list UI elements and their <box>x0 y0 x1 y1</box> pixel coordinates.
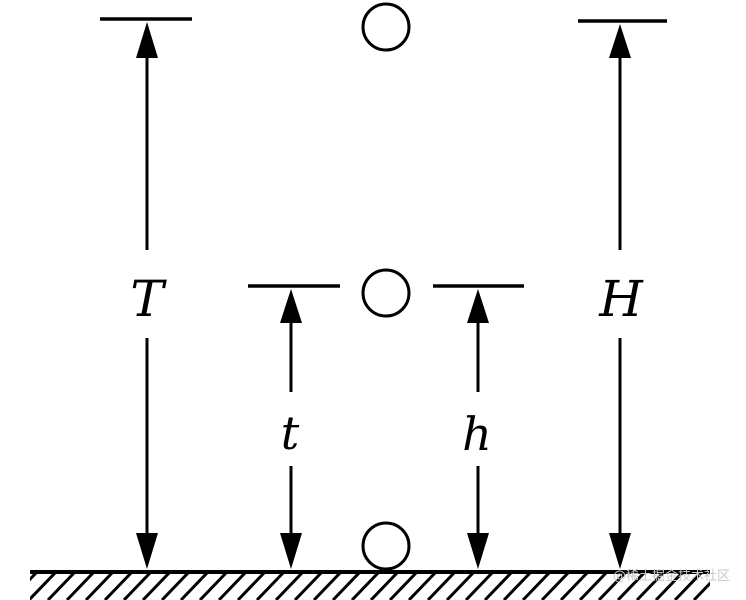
hatch-stroke <box>426 572 456 600</box>
hatch-stroke <box>293 572 323 600</box>
arrow-h-head-up <box>467 289 489 323</box>
hatch-stroke <box>46 572 76 600</box>
hatch-stroke <box>407 572 437 600</box>
hatch-stroke <box>369 572 399 600</box>
ball-middle <box>361 268 411 318</box>
hatch-stroke <box>654 572 684 600</box>
hatch-stroke <box>331 572 361 600</box>
hatch-stroke <box>692 581 710 600</box>
hatch-stroke <box>350 572 380 600</box>
label-t: t <box>281 406 300 460</box>
hatch-stroke <box>312 572 342 600</box>
hatch-stroke <box>255 572 285 600</box>
dimension-H: H <box>598 24 644 569</box>
hatch-stroke <box>103 572 133 600</box>
hatch-stroke <box>274 572 304 600</box>
hatch-stroke <box>217 572 247 600</box>
hatch-stroke <box>65 572 95 600</box>
hatch-stroke <box>578 572 608 600</box>
hatch-stroke <box>198 572 228 600</box>
hatch-stroke <box>464 572 494 600</box>
hatch-stroke <box>236 572 266 600</box>
hatch-stroke <box>597 572 627 600</box>
hatch-stroke <box>388 572 418 600</box>
hatch-stroke <box>616 572 646 600</box>
ball-bottom <box>361 521 411 571</box>
dimension-T: T <box>130 22 167 569</box>
arrow-t-head-up <box>280 289 302 323</box>
ground <box>30 570 710 600</box>
hatch-stroke <box>635 572 665 600</box>
arrow-T-head-down <box>136 533 158 569</box>
arrow-H-head-down <box>609 533 631 569</box>
arrow-H-head-up <box>609 24 631 58</box>
label-h: h <box>462 407 492 461</box>
hatch-stroke <box>84 572 114 600</box>
label-T: T <box>130 270 167 328</box>
hatch-stroke <box>673 572 703 600</box>
dimension-h: h <box>462 289 492 569</box>
hatch-stroke <box>502 572 532 600</box>
arrow-h-head-down <box>467 533 489 569</box>
hatch-stroke <box>160 572 190 600</box>
hatch-stroke <box>179 572 209 600</box>
hatch-stroke <box>122 572 152 600</box>
ground-hatching <box>30 572 710 600</box>
hatch-stroke <box>521 572 551 600</box>
arrow-T-head-up <box>136 22 158 58</box>
dimension-t: t <box>280 289 302 569</box>
hatch-stroke <box>540 572 570 600</box>
hatch-stroke <box>141 572 171 600</box>
hatch-stroke <box>30 572 38 582</box>
hatch-stroke <box>559 572 589 600</box>
hatch-stroke <box>483 572 513 600</box>
hatch-stroke <box>445 572 475 600</box>
arrow-t-head-down <box>280 533 302 569</box>
watermark-text: @稀土掘金技术社区 <box>613 568 730 584</box>
ball-top <box>361 2 411 52</box>
label-H: H <box>598 270 644 328</box>
hatch-stroke <box>30 572 57 600</box>
